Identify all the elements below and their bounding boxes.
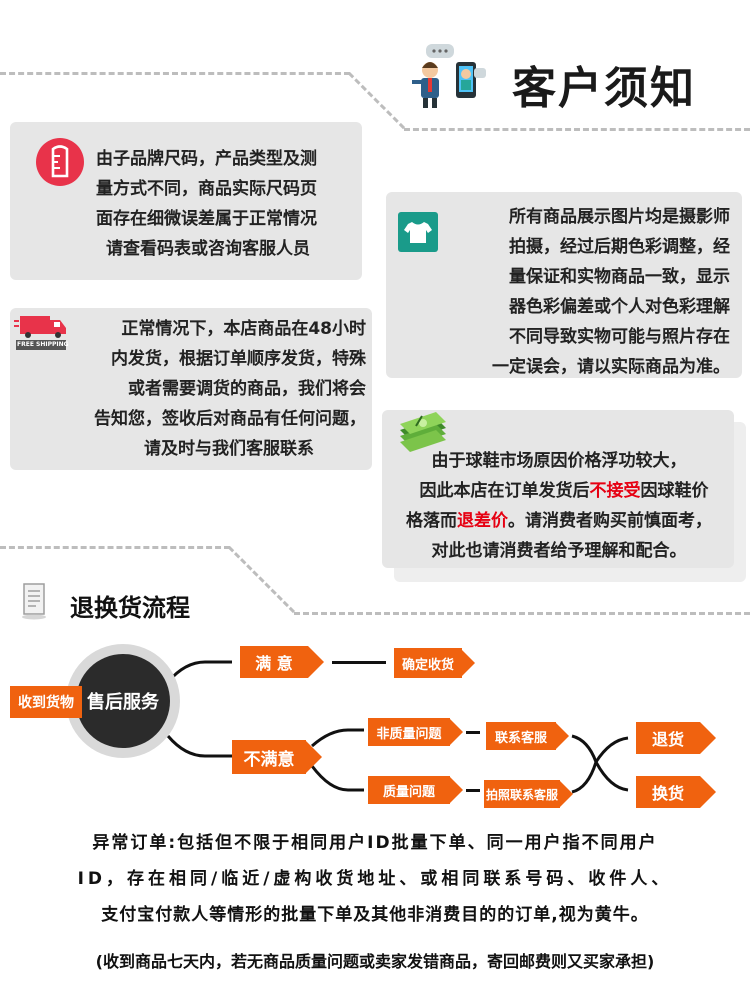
non-quality-issue-arrow [450,719,463,745]
size-notice-line: 量方式不同，商品实际尺码页 [96,179,317,199]
photo-notice-line: 器色彩偏差或个人对色彩理解 [509,297,730,317]
price-notice-text: 由于球鞋市场原因价格浮功较大， 因此本店在订单发货后不接受因球鞋价 格落而退差价… [384,446,734,566]
photo-notice-line: 所有商品展示图片均是摄影师 [509,207,730,227]
unsatisfied-arrow [306,741,322,773]
abnormal-order-notice-line: 异常订单:包括但不限于相同用户ID批量下单、同一用户指不同用户 [92,833,658,853]
page-title: 客户须知 [512,63,696,114]
price-notice-text-segment: 格落而 [406,511,457,531]
after-sales-circle [76,654,170,748]
non-quality-connector [466,731,480,734]
return-shipping-notice: (收到商品七天内，若无商品质量问题或卖家发错商品，寄回邮费则又买家承担) [95,952,655,971]
shipping-notice-line: 告知您，签收后对商品有任何问题， [94,409,366,429]
price-notice-text-segment: 因球鞋价 [640,481,709,501]
flow-divider-right [294,612,750,615]
price-notice-line: 因此本店在订单发货后不接受因球鞋价 [384,476,734,506]
price-notice-line: 对此也请消费者给予理解和配合。 [431,541,687,561]
shipping-notice-line: 正常情况下，本店商品在48小时 [121,319,366,339]
refund-difference-highlight: 退差价 [457,511,508,531]
satisfied-box: 满 意 [240,646,308,678]
delivery-truck-icon: FREE SHIPPING [14,312,69,352]
satisfied-arrow [308,646,324,678]
size-notice-text: 由子品牌尺码，产品类型及测 量方式不同，商品实际尺码页 面存在细微误差属于正常情… [96,144,317,264]
after-sales-label: 售后服务 [87,692,159,713]
unsatisfied-box: 不满意 [232,740,306,774]
abnormal-order-notice-line: 支付宝付款人等情形的批量下单及其他非消费目的的订单,视为黄牛。 [101,905,649,925]
received-goods-box: 收到货物 [10,686,82,718]
contact-cs-arrow [556,723,569,749]
non-quality-issue-box: 非质量问题 [368,718,450,746]
shipping-notice-card [10,308,372,470]
shipping-notice-line: 内发货，根据订单顺序发货，特殊 [111,349,366,369]
header-divider-right [404,128,750,131]
satisfied-connector [332,661,386,664]
size-notice-line: 面存在细微误差属于正常情况 [96,209,317,229]
ruler-icon [36,138,84,186]
photo-notice-line: 拍摄，经过后期色彩调整，经 [509,237,730,257]
exchange-box: 换货 [636,776,700,808]
confirm-receipt-arrow [462,650,475,676]
flow-section-title: 退换货流程 [70,594,190,622]
photo-notice-text: 所有商品展示图片均是摄影师 拍摄，经过后期色彩调整，经 量保证和实物商品一致，显… [458,202,730,382]
price-notice-line: 由于球鞋市场原因价格浮功较大， [431,451,687,471]
no-accept-highlight: 不接受 [589,481,641,501]
confirm-receipt-box: 确定收货 [394,648,462,678]
contact-cs-box: 联系客服 [486,722,556,750]
document-icon [20,582,48,620]
size-notice-line: 由子品牌尺码，产品类型及测 [96,149,317,169]
header-divider-left [0,72,350,75]
size-notice-line: 请查看码表或咨询客服人员 [106,239,310,259]
photo-notice-line: 量保证和实物商品一致，显示 [509,267,730,287]
shipping-notice-line: 请及时与我们客服联系 [144,439,314,459]
return-box: 退货 [636,722,700,754]
price-notice-line: 格落而退差价。请消费者购买前慎面考， [384,506,734,536]
free-shipping-label: FREE SHIPPING [17,341,69,348]
abnormal-order-notice-line: ID，存在相同/临近/虚构收货地址、或相同联系号码、收件人、 [77,869,673,889]
photo-notice-line: 不同导致实物可能与照片存在 [509,327,730,347]
photo-contact-cs-box: 拍照联系客服 [484,780,560,808]
tshirt-icon [398,212,438,252]
exchange-arrow [700,776,716,808]
quality-issue-arrow [450,777,463,803]
header-divider-diagonal [347,72,406,130]
quality-connector [466,789,480,792]
price-notice-text-segment: 。请消费者购买前慎面考， [508,511,712,531]
shipping-notice-line: 或者需要调货的商品，我们将会 [128,379,366,399]
price-notice-text-segment: 因此本店在订单发货后 [419,481,590,501]
photo-notice-card [386,192,742,378]
flow-divider-left [0,546,230,549]
quality-issue-box: 质量问题 [368,776,450,804]
money-stack-icon [396,404,450,454]
customer-service-icon [408,40,500,110]
photo-notice-line: 一定误会，请以实际商品为准。 [492,357,730,377]
flow-divider-diagonal [227,546,296,614]
return-arrow [700,722,716,754]
shipping-notice-text: 正常情况下，本店商品在48小时 内发货，根据订单顺序发货，特殊 或者需要调货的商… [48,314,366,464]
photo-contact-cs-arrow [560,781,573,807]
